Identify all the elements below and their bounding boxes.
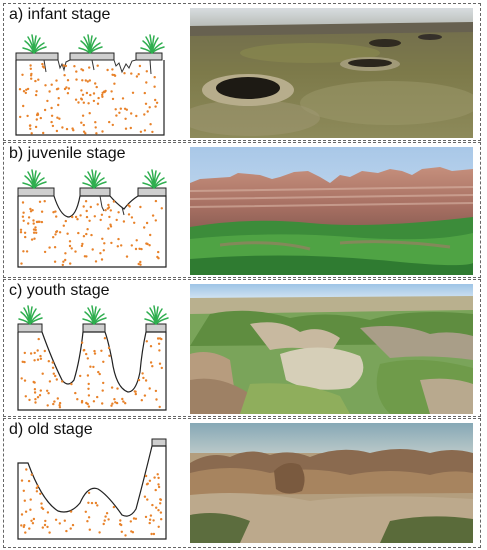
panel-infant-stage: a) infant stage	[3, 3, 481, 141]
soil-profile	[17, 445, 167, 540]
shallow-cracks	[43, 59, 152, 75]
grass-tuft-icon	[18, 305, 43, 325]
panel-juvenile-stage: b) juvenile stage	[3, 142, 481, 278]
photo-infant-stage	[190, 8, 473, 138]
grass-tufts	[22, 34, 165, 54]
panel-label-youth: c) youth stage	[9, 282, 110, 299]
grass-tuft-icon	[142, 169, 167, 189]
soil-profile	[17, 331, 167, 411]
grass-tuft-icon	[144, 305, 169, 325]
panel-label-old: d) old stage	[9, 421, 93, 438]
ground-surface	[17, 187, 167, 197]
incipient-cracks	[99, 195, 125, 216]
grass-tuft-icon	[22, 169, 47, 189]
grass-tufts	[18, 305, 169, 325]
panel-youth-stage: c) youth stage	[3, 279, 481, 417]
diagram-juvenile-stage	[17, 169, 167, 268]
photo-old-stage	[190, 423, 473, 543]
grass-tuft-icon	[140, 34, 165, 54]
grass-tuft-icon	[82, 169, 107, 189]
diagram-youth-stage	[17, 305, 169, 411]
grass-tuft-icon	[82, 305, 107, 325]
panel-label-juvenile: b) juvenile stage	[9, 145, 126, 162]
photo-youth-stage	[190, 284, 473, 414]
diagram-infant-stage	[15, 34, 165, 136]
diagram-old-stage	[17, 438, 167, 540]
ground-surface	[17, 323, 167, 333]
panel-old-stage: d) old stage	[3, 418, 481, 548]
grass-tuft-icon	[22, 34, 47, 54]
soil-particles	[18, 62, 159, 135]
soil-particles	[19, 199, 163, 267]
soil-particles	[20, 337, 163, 409]
ground-surface	[151, 438, 167, 447]
panel-label-infant: a) infant stage	[9, 6, 111, 23]
ground-surface	[15, 52, 163, 61]
soil-profile	[15, 60, 165, 136]
soil-particles	[20, 468, 163, 537]
soil-profile	[17, 195, 167, 268]
photo-juvenile-stage	[190, 147, 473, 275]
grass-tuft-icon	[78, 34, 103, 54]
grass-tufts	[22, 169, 167, 189]
